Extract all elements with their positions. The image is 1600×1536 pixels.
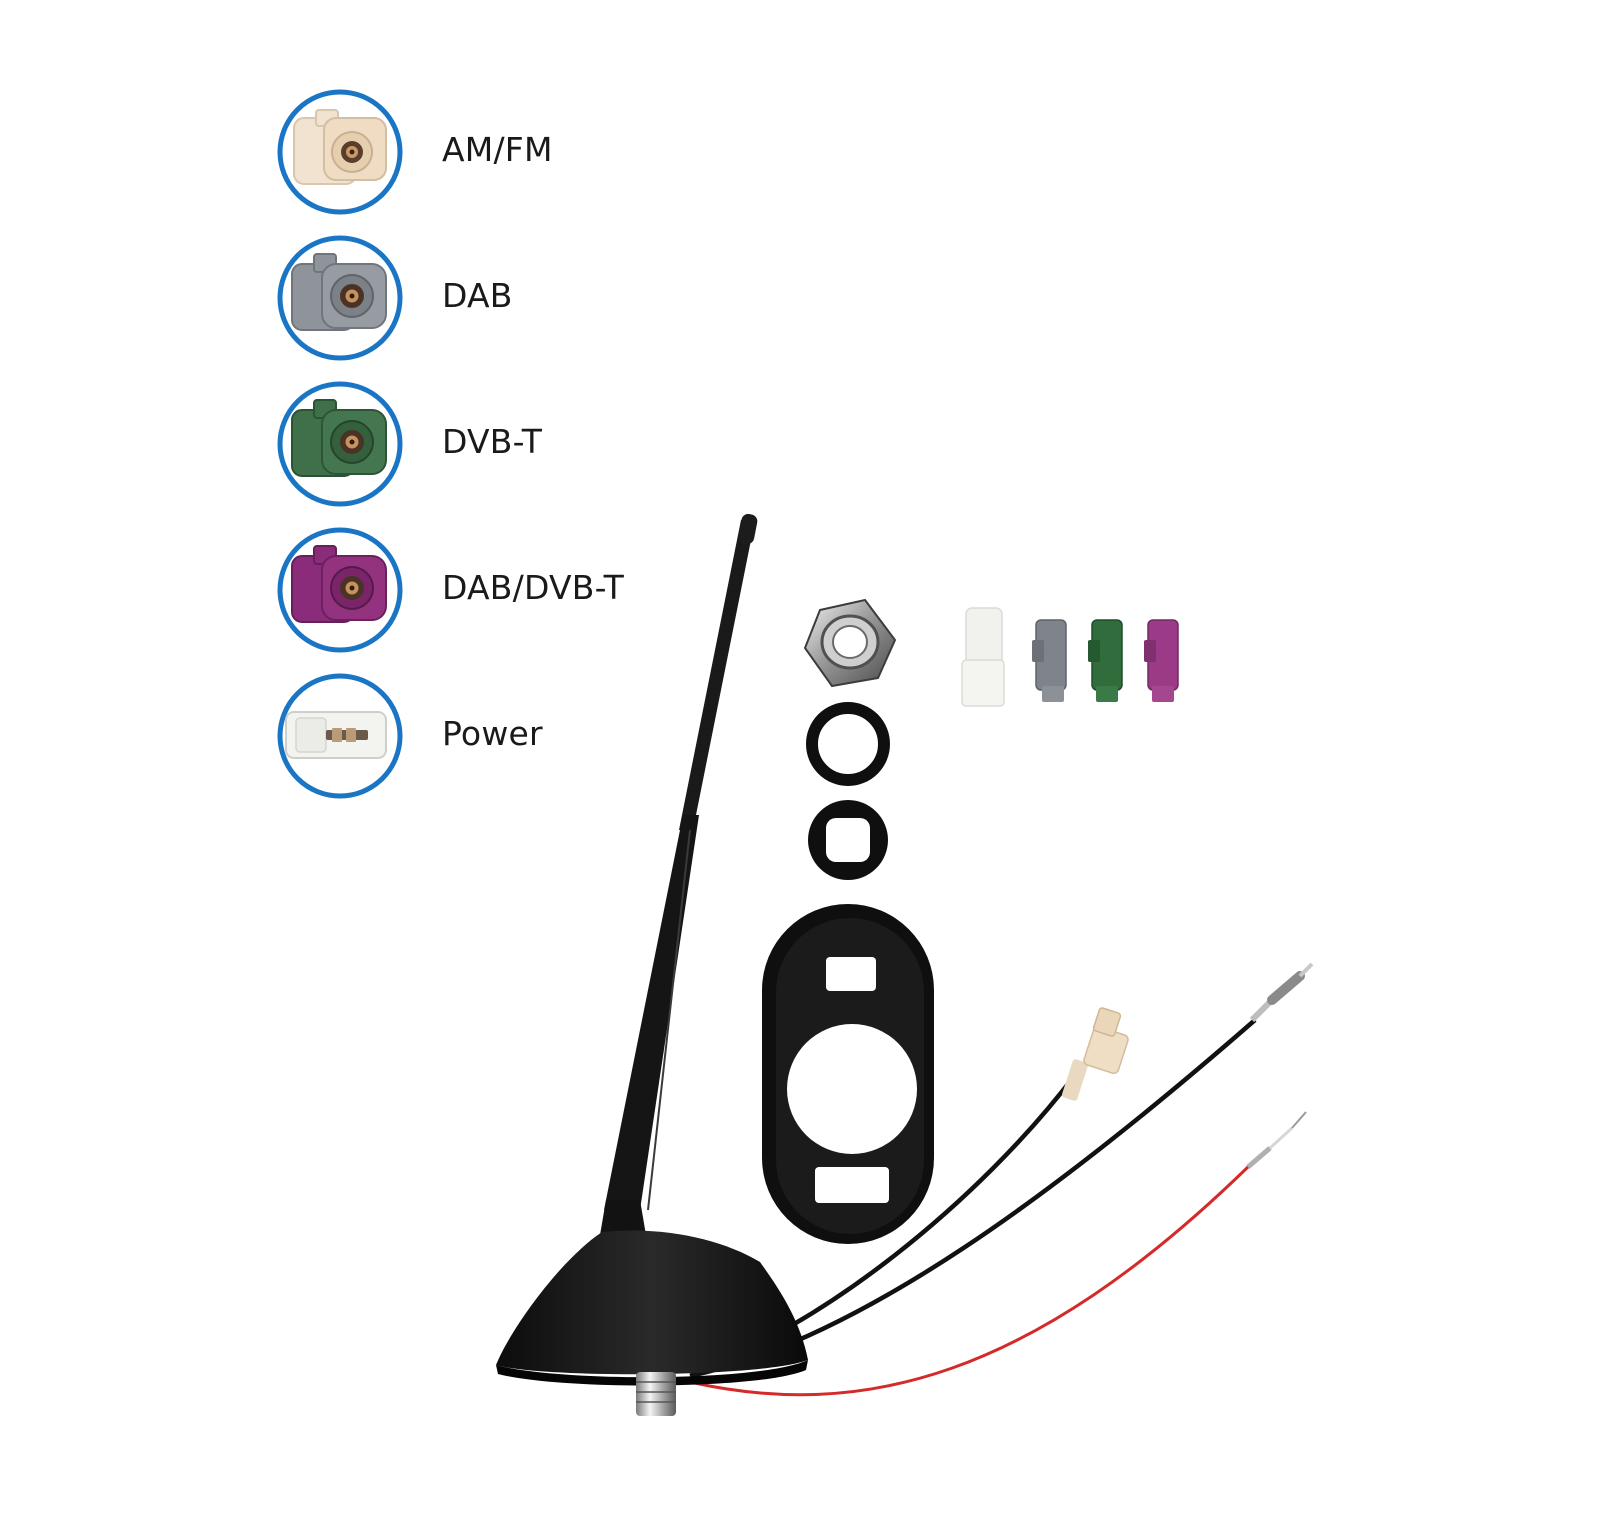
legend-label: DAB xyxy=(442,276,513,315)
dvb-t-connector-icon xyxy=(277,381,403,507)
loose-plugs xyxy=(961,607,1179,707)
power-connector-icon xyxy=(277,673,403,799)
dab-connector-icon xyxy=(277,235,403,361)
plug-violet xyxy=(1144,619,1179,702)
oval-gasket xyxy=(762,904,934,1244)
legend-label: DAB/DVB-T xyxy=(442,568,625,607)
legend-item-power: Power xyxy=(276,672,736,800)
legend-label: DVB-T xyxy=(442,422,543,461)
antenna-base xyxy=(496,1230,808,1416)
legend-item-am-fm: AM/FM xyxy=(276,88,736,216)
plug-green xyxy=(1088,619,1123,702)
legend-label: Power xyxy=(442,714,543,753)
legend-label: AM/FM xyxy=(442,130,553,169)
legend-item-dab: DAB xyxy=(276,234,736,362)
am-fm-plug xyxy=(1061,1007,1129,1101)
antenna-rod xyxy=(600,513,758,1235)
mounting-nut xyxy=(803,598,897,688)
legend-item-dab-dvb-t: DAB/DVB-T xyxy=(276,526,736,654)
legend-item-dvb-t: DVB-T xyxy=(276,380,736,508)
o-ring xyxy=(806,702,890,786)
plug-white xyxy=(961,607,1005,707)
square-seal xyxy=(808,800,888,880)
am-fm-connector-icon xyxy=(277,89,403,215)
dab-dvb-t-connector-icon xyxy=(277,527,403,653)
plug-grey xyxy=(1032,619,1067,702)
